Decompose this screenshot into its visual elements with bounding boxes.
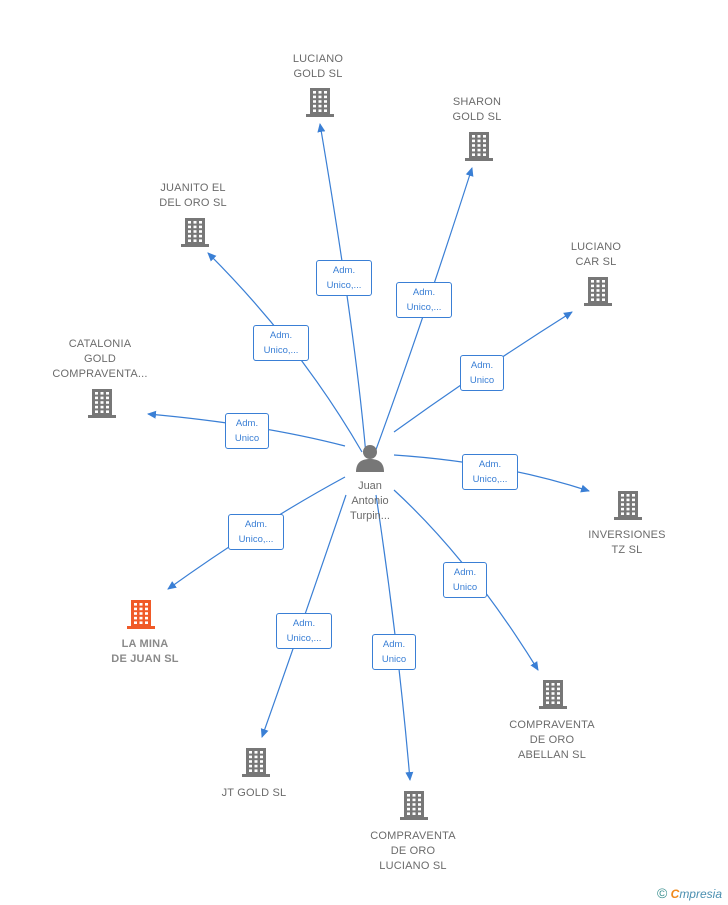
relation-label-sharon-gold[interactable]: Adm. Unico,... bbox=[396, 282, 452, 318]
building-icon-sharon-gold[interactable] bbox=[465, 132, 493, 161]
company-label-oro-luciano[interactable]: COMPRAVENTA DE ORO LUCIANO SL bbox=[370, 830, 456, 872]
company-label-sharon-gold[interactable]: SHARON GOLD SL bbox=[452, 96, 502, 123]
company-label-juanito[interactable]: JUANITO EL DEL ORO SL bbox=[159, 182, 227, 209]
building-icon-luciano-car[interactable] bbox=[584, 277, 612, 306]
building-icon-luciano-gold[interactable] bbox=[306, 88, 334, 117]
building-icon-catalonia[interactable] bbox=[88, 389, 116, 418]
building-icon-inversiones[interactable] bbox=[614, 491, 642, 520]
company-label-luciano-gold[interactable]: LUCIANO GOLD SL bbox=[292, 53, 344, 80]
building-icon-juanito[interactable] bbox=[181, 218, 209, 247]
company-label-catalonia[interactable]: CATALONIA GOLD COMPRAVENTA... bbox=[52, 338, 148, 380]
company-label-inversiones[interactable]: INVERSIONES TZ SL bbox=[588, 529, 666, 556]
copyright-icon: © bbox=[656, 885, 668, 901]
edge-sharon-gold bbox=[373, 167, 474, 456]
company-label-la-mina[interactable]: LA MINA DE JUAN SL bbox=[111, 638, 179, 665]
relation-label-luciano-car[interactable]: Adm. Unico bbox=[460, 355, 504, 391]
relation-label-la-mina[interactable]: Adm. Unico,... bbox=[228, 514, 284, 550]
relation-label-catalonia[interactable]: Adm. Unico bbox=[225, 413, 269, 449]
relation-label-abellan[interactable]: Adm. Unico bbox=[443, 562, 487, 598]
edge-luciano-gold bbox=[317, 123, 367, 456]
building-icon-abellan[interactable] bbox=[539, 680, 567, 709]
center-person-name[interactable]: Juan Antonio Turpin... bbox=[350, 480, 390, 522]
relation-label-inversiones[interactable]: Adm. Unico,... bbox=[462, 454, 518, 490]
building-icon-la-mina[interactable] bbox=[127, 600, 155, 629]
relation-label-oro-luciano[interactable]: Adm. Unico bbox=[372, 634, 416, 670]
company-label-luciano-car[interactable]: LUCIANO CAR SL bbox=[570, 241, 622, 268]
company-label-abellan[interactable]: COMPRAVENTA DE ORO ABELLAN SL bbox=[509, 719, 595, 761]
company-label-jt-gold[interactable]: JT GOLD SL bbox=[221, 787, 287, 799]
relation-label-juanito[interactable]: Adm. Unico,... bbox=[253, 325, 309, 361]
person-icon bbox=[356, 445, 384, 472]
building-icon-oro-luciano[interactable] bbox=[400, 791, 428, 820]
building-icon-jt-gold[interactable] bbox=[242, 748, 270, 777]
relation-label-luciano-gold[interactable]: Adm. Unico,... bbox=[316, 260, 372, 296]
brand-logo: © Cmpresia bbox=[656, 885, 722, 901]
relation-label-jt-gold[interactable]: Adm. Unico,... bbox=[276, 613, 332, 649]
